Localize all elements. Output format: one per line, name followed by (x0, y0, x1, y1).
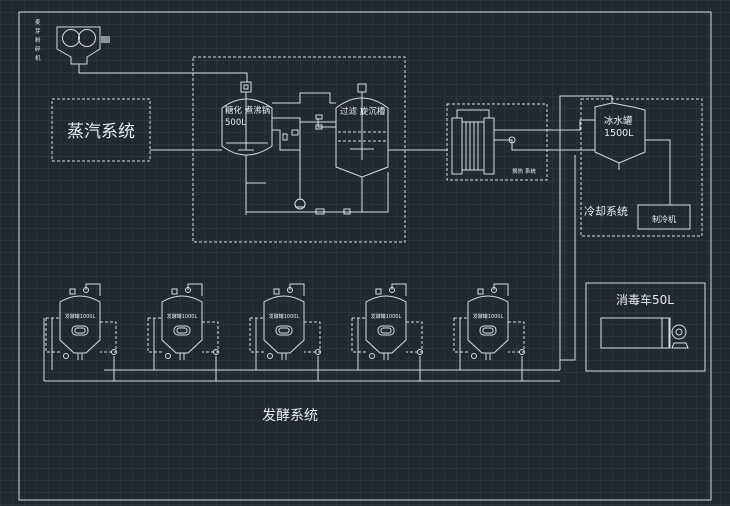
cip-cart-box (585, 282, 706, 372)
mash-tun-volume: 500L (225, 118, 246, 128)
cip-cart-unit (600, 317, 689, 349)
ice-tank-volume: 1500L (604, 128, 634, 139)
fermenter-label: 发酵罐1000L (65, 313, 96, 320)
chiller-label: 制冷机 (652, 214, 676, 224)
brewhouse-piping (246, 92, 448, 215)
ice-tank-label: 冰水罐 (604, 115, 633, 127)
cip-cart-label: 消毒车50L (616, 292, 674, 307)
plate-heat-exchanger (451, 109, 545, 175)
lauter-tun-label: 过滤 旋沉槽 (340, 106, 386, 117)
cooling-system-box (580, 98, 703, 237)
fermenter-tank: 发酵罐1000L (351, 283, 423, 381)
fermenters-group: 发酵罐1000L 发酵罐1000L 发酵罐1000L 发酵罐1000L 发酵罐1000L (45, 283, 525, 381)
fermenter-label: 发酵罐1000L (473, 313, 504, 320)
crusher-label: 麦 芽 粉 碎 机 (35, 18, 42, 62)
mash-tun (221, 81, 273, 215)
fermenter-tank: 发酵罐1000L (249, 283, 321, 381)
chiller-box (637, 204, 691, 230)
fermenter-label: 发酵罐1000L (167, 313, 198, 320)
steam-system-label: 蒸汽系统 (67, 122, 135, 142)
ice-water-tank (545, 95, 671, 205)
heat-exchange-box (446, 103, 548, 181)
brewhouse-box (192, 56, 406, 243)
mash-tun-label: 糖化 煮沸锅 (225, 105, 270, 116)
fermenter-tank: 发酵罐1000L (453, 283, 525, 381)
cooling-system-label: 冷却系统 (584, 205, 628, 218)
fermenter-label: 发酵罐1000L (269, 313, 300, 320)
malt-crusher (56, 26, 248, 82)
return-main (560, 155, 576, 361)
fermenter-label: 发酵罐1000L (371, 313, 402, 320)
outer-frame (18, 11, 712, 501)
fermenter-tank: 发酵罐1000L (45, 283, 117, 381)
lauter-tun (335, 83, 389, 212)
fermentation-system-label: 发酵系统 (262, 408, 318, 424)
heat-exchange-label: 换热 系统 (512, 167, 536, 175)
fermenter-tank: 发酵罐1000L (147, 283, 219, 381)
